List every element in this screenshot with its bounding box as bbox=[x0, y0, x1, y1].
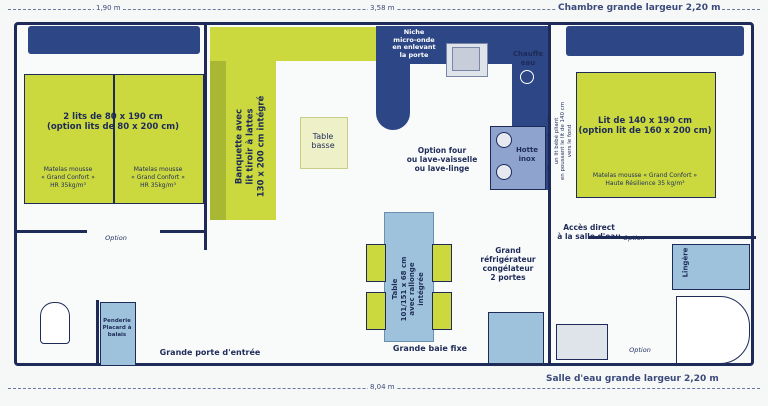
double-bed bbox=[576, 72, 716, 198]
penderie-label: Penderie Placard à balais bbox=[102, 318, 132, 338]
option-label-3: Option bbox=[629, 346, 651, 354]
frigo-label: Grand réfrigérateur congélateur 2 portes bbox=[480, 246, 536, 282]
table-basse-label: Table basse bbox=[311, 132, 335, 150]
stove-burner-2 bbox=[496, 164, 512, 180]
washbasin bbox=[556, 324, 608, 360]
acces-direct-label: Accès direct à la salle d'eau bbox=[557, 223, 621, 241]
chair-2 bbox=[366, 292, 386, 330]
chair-4 bbox=[432, 292, 452, 330]
toilet bbox=[40, 302, 70, 344]
double-headboard bbox=[566, 26, 744, 56]
dining-table bbox=[384, 212, 434, 342]
twin-headboard bbox=[28, 26, 200, 54]
dimension-top-left: 1,90 m bbox=[94, 4, 123, 12]
twin-beds-label: 2 lits de 80 x 190 cm (option lits de 80… bbox=[46, 112, 180, 132]
lingere-label: Lingère bbox=[681, 247, 690, 278]
mattress-double-label: Matelas mousse « Grand Confort » Haute R… bbox=[592, 172, 698, 187]
wall-double-bottom bbox=[588, 236, 756, 239]
option-four-label: Option four ou lave-vaisselle ou lave-li… bbox=[406, 146, 478, 173]
table-rallonge-label: Table 101/151 x 68 cm avec rallonge inté… bbox=[391, 256, 425, 322]
dimension-top-right: Chambre grande largeur 2,20 m bbox=[556, 3, 723, 13]
possibilite-label: Possibilité d'installer un lit bébé plia… bbox=[547, 101, 573, 181]
wall-right-room bbox=[548, 25, 551, 240]
wall-twin-bottom bbox=[17, 230, 87, 233]
niche-label: Niche micro-onde en enlevant la porte bbox=[392, 28, 436, 59]
dimension-top-mid: 3,58 m bbox=[368, 4, 397, 12]
grande-porte-label: Grande porte d'entrée bbox=[159, 348, 261, 357]
option-label-1: Option bbox=[105, 234, 127, 242]
wall-twin-bottom-2 bbox=[160, 230, 206, 233]
chauffe-eau-icon bbox=[520, 70, 534, 84]
mattress-left-label: Matelas mousse « Grand Confort » HR 35kg… bbox=[41, 166, 95, 189]
banquette-label: Banquette avec lit tiroir à lattes 130 x… bbox=[234, 95, 267, 198]
dimension-bottom-right: Salle d'eau grande largeur 2,20 m bbox=[544, 374, 721, 384]
hotte-label: Hotte inox bbox=[515, 146, 539, 163]
twin-bed-right bbox=[114, 74, 204, 204]
banquette-top bbox=[210, 27, 376, 61]
shower bbox=[676, 296, 750, 364]
fridge bbox=[488, 312, 544, 364]
banquette-back bbox=[210, 61, 226, 220]
sink-basin bbox=[452, 47, 480, 71]
chauffe-eau-label: Chauffe eau bbox=[512, 50, 544, 67]
double-bed-label: Lit de 140 x 190 cm (option lit de 160 x… bbox=[578, 116, 712, 136]
twin-bed-left bbox=[24, 74, 114, 204]
chair-1 bbox=[366, 244, 386, 282]
wall-toilet bbox=[96, 300, 99, 366]
penderie bbox=[100, 302, 136, 366]
table-basse bbox=[300, 117, 348, 169]
mattress-right-label: Matelas mousse « Grand Confort » HR 35kg… bbox=[131, 166, 185, 189]
grande-baie-label: Grande baie fixe bbox=[392, 344, 468, 353]
chair-3 bbox=[432, 244, 452, 282]
lingere bbox=[672, 244, 750, 290]
dimension-bottom-total: 8,04 m bbox=[368, 383, 397, 391]
kitchen-counter-round bbox=[376, 40, 410, 130]
wall-left-room bbox=[204, 25, 207, 250]
option-label-2: Option bbox=[623, 234, 645, 242]
stove-burner-1 bbox=[496, 132, 512, 148]
stove bbox=[490, 126, 546, 190]
wall-bath-left bbox=[548, 236, 551, 366]
